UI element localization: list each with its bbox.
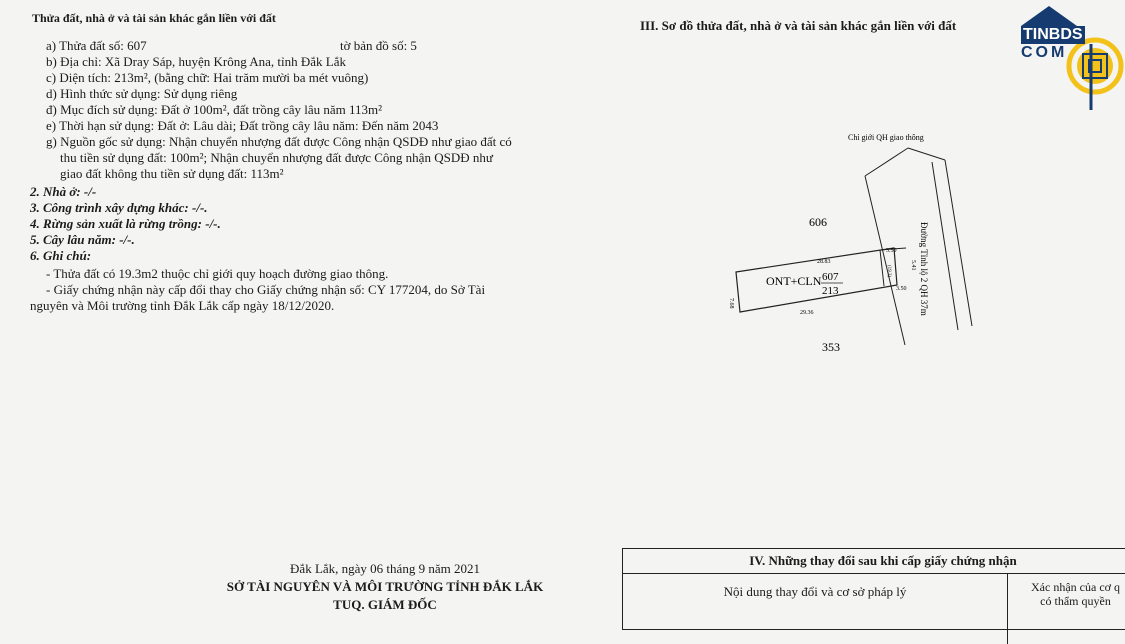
- road-limit-line: [864, 147, 909, 177]
- parcel-road-boundary: [879, 249, 885, 287]
- section-header: Thửa đất, nhà ở và tài sản khác gắn liền…: [32, 11, 276, 25]
- parcel-map: Chỉ giới QH giao thông 606 353 ONT+CLN 6…: [728, 133, 973, 354]
- dim-left: 7.68: [728, 298, 734, 309]
- note-1: - Thửa đất có 19.3m2 thuộc chỉ giới quy …: [46, 266, 389, 281]
- area-line: c) Diện tích: 213m², (bằng chữ: Hai trăm…: [46, 70, 369, 85]
- road-edge-outer: [931, 161, 959, 331]
- changes-table: IV. Những thay đổi sau khi cấp giấy chứn…: [622, 548, 1125, 644]
- parcel-number-label: 607: [822, 271, 839, 283]
- neighbor-parcel-top: 606: [809, 215, 827, 229]
- logo-text-top: TINBDS: [1021, 26, 1085, 44]
- changes-content-header: Nội dung thay đổi và cơ sở pháp lý: [623, 574, 1008, 644]
- road-edge-far: [944, 159, 973, 327]
- notes-header: 6. Ghi chú:: [30, 248, 92, 263]
- diagram-section-title: III. Sơ đồ thửa đất, nhà ở và tài sản kh…: [640, 18, 957, 33]
- road-edge-inner: [864, 175, 906, 346]
- road-name-label: Đường Tỉnh lộ 2 QH 37m: [919, 222, 929, 316]
- dim-road-2: 3.50: [896, 286, 907, 292]
- parcel-outline: [735, 247, 898, 313]
- parcel-area-label: 213: [822, 285, 839, 297]
- forest-line: 4. Rừng sản xuất là rừng trồng: -/-.: [30, 216, 221, 231]
- dim-top: 28.83: [817, 259, 831, 265]
- origin-line-2: thu tiền sử dụng đất: 100m²; Nhận chuyển…: [60, 150, 493, 165]
- confirmation-header-line-2: có thẩm quyền: [1040, 594, 1111, 608]
- logo-text-bottom: COM: [1021, 44, 1068, 61]
- house-roof-icon: [1021, 6, 1124, 110]
- neighbor-parcel-bottom: 353: [822, 340, 840, 354]
- confirmation-header-line-1: Xác nhận của cơ q: [1031, 580, 1120, 594]
- note-2b: nguyên và Môi trường tỉnh Đắk Lắk cấp ng…: [30, 298, 335, 313]
- note-2a: - Giấy chứng nhận này cấp đổi thay cho G…: [46, 282, 486, 297]
- issuing-authority: SỞ TÀI NGUYÊN VÀ MÔI TRƯỜNG TỈNH ĐẮK LẮK: [226, 579, 544, 594]
- signer-role: TUQ. GIÁM ĐỐC: [333, 597, 437, 612]
- map-sheet-number: tờ bản đồ số: 5: [340, 38, 417, 53]
- dim-road-1: 3.50: [886, 248, 897, 254]
- origin-line-3: giao đất không thu tiền sử dụng đất: 113…: [60, 166, 284, 181]
- usage-purpose-line: đ) Mục đích sử dụng: Đất ở 100m², đất tr…: [46, 102, 383, 117]
- dim-small: (19.3): [886, 265, 891, 277]
- road-edge-top: [907, 147, 946, 161]
- parcel-land-code: ONT+CLN: [766, 274, 822, 288]
- land-info-section: Thửa đất, nhà ở và tài sản khác gắn liền…: [30, 10, 590, 314]
- perennial-trees-line: 5. Cây lâu năm: -/-.: [30, 232, 135, 247]
- signature-block: Đắk Lắk, ngày 06 tháng 9 năm 2021 SỞ TÀI…: [205, 560, 565, 614]
- tinbds-logo: TINBDS COM: [1015, 4, 1125, 114]
- other-construction-line: 3. Công trình xây dựng khác: -/-.: [30, 200, 208, 215]
- issue-date: Đắk Lắk, ngày 06 tháng 9 năm 2021: [290, 561, 480, 576]
- usage-form-line: d) Hình thức sử dụng: Sử dụng riêng: [46, 86, 238, 101]
- road-limit-label: Chỉ giới QH giao thông: [848, 133, 924, 142]
- parcel-number: a) Thửa đất số: 607: [46, 38, 147, 53]
- address-line: b) Địa chỉ: Xã Dray Sáp, huyện Krông Ana…: [46, 54, 347, 69]
- usage-term-line: e) Thời hạn sử dụng: Đất ở: Lâu dài; Đất…: [46, 118, 439, 133]
- certificate-page: Thửa đất, nhà ở và tài sản khác gắn liền…: [30, 4, 1125, 644]
- changes-table-title: IV. Những thay đổi sau khi cấp giấy chứn…: [623, 549, 1125, 574]
- house-line: 2. Nhà ở: -/-: [30, 184, 97, 199]
- dim-bottom: 29.36: [800, 310, 814, 316]
- dim-right: 5.41: [910, 260, 916, 271]
- origin-line-1: g) Nguồn gốc sử dụng: Nhận chuyển nhượng…: [46, 134, 512, 149]
- changes-confirmation-header: Xác nhận của cơ q có thẩm quyền: [1008, 574, 1125, 640]
- parcel-number-line: a) Thửa đất số: 607 tờ bản đồ số: 5: [30, 38, 590, 54]
